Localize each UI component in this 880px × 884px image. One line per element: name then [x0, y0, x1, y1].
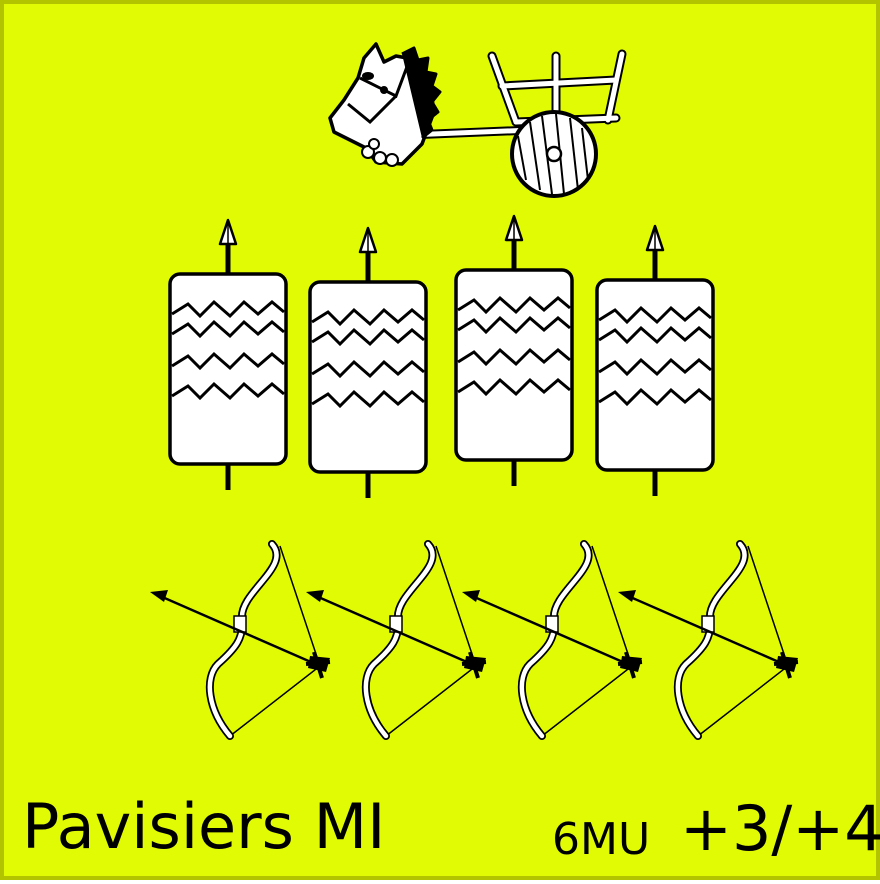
combat-factor: +3/+4: [680, 792, 880, 865]
pavise-shield-icon: [170, 220, 286, 490]
unit-artwork: [4, 42, 880, 884]
movement-rate: 6MU: [552, 814, 651, 865]
pavise-shield-icon: [456, 216, 572, 486]
bow-and-arrow-icon: [150, 544, 330, 736]
bow-and-arrow-icon: [306, 544, 486, 736]
bow-and-arrow-icon: [618, 544, 798, 736]
pavise-shield-icon: [310, 228, 426, 498]
bow-and-arrow-icon: [462, 544, 642, 736]
archer-row: [150, 544, 798, 736]
unit-name: Pavisiers MI: [22, 790, 386, 863]
pavise-shield-icon: [597, 226, 713, 496]
horse-chariot-icon: [328, 42, 627, 198]
pavise-row: [170, 216, 713, 498]
